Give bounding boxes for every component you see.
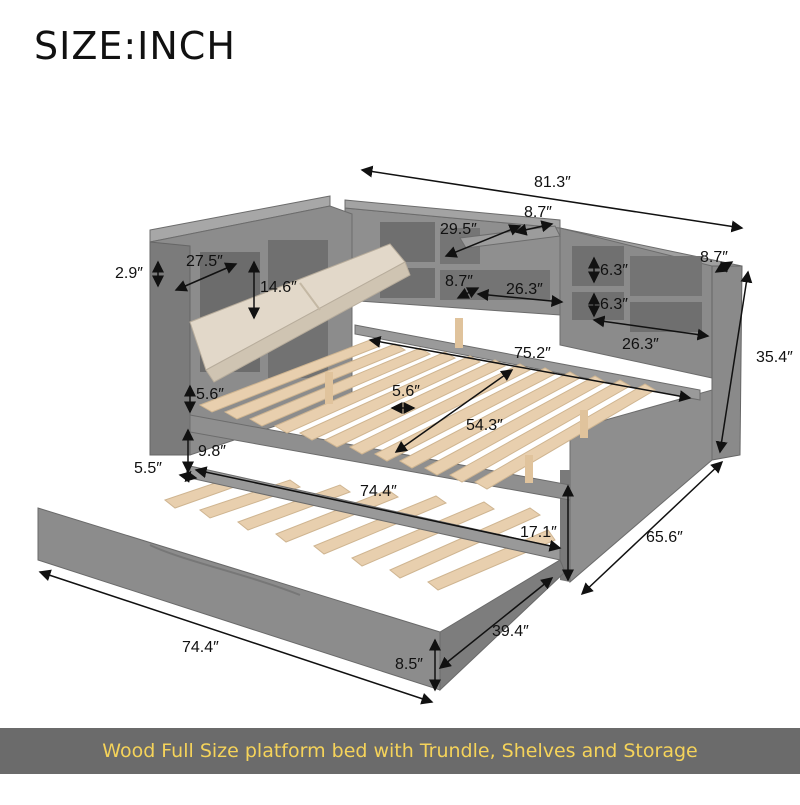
trundle [37,465,566,692]
caption-banner: Wood Full Size platform bed with Trundle… [0,728,800,774]
dim-shelf-inner-depth: 8.7″ [445,273,473,290]
dim-lower-shelf-width: 26.3″ [622,336,659,353]
dimension-lines [38,165,753,705]
backrest-cushion [189,243,411,383]
dim-cushion-height: 14.6″ [260,279,297,296]
dim-trundle-height: 8.5″ [395,656,423,673]
dim-side-width: 27.5″ [186,253,223,270]
dim-shelf-width: 29.5″ [440,221,477,238]
dim-inner-width: 54.3″ [466,417,503,434]
caption-text: Wood Full Size platform bed with Trundle… [102,740,698,762]
dim-shelf-depth-top: 8.7″ [524,204,552,221]
dim-rail-length: 75.2″ [514,345,551,362]
page-title: SIZE:INCH [34,24,236,68]
dim-small-shelf-2: 6.3″ [600,296,628,313]
dim-bed-height: 17.1″ [520,524,557,541]
dim-trundle-gap: 5.5″ [134,460,162,477]
dim-small-shelf-1: 6.3″ [600,262,628,279]
dim-headboard-top: 2.9″ [115,265,143,282]
dim-overall-length: 81.3″ [534,174,571,191]
dim-trundle-length: 74.4″ [182,639,219,656]
dim-overall-height: 35.4″ [756,349,793,366]
dim-slat-gap: 5.6″ [392,383,420,400]
dim-trundle-inner-length: 74.4″ [360,483,397,500]
dim-side-shelf-depth: 8.7″ [700,249,728,266]
dim-rail-height: 5.6″ [196,386,224,403]
dim-overall-depth: 65.6″ [646,529,683,546]
dim-side-offset: 9.8″ [198,443,226,460]
dim-trundle-width: 39.4″ [492,623,529,640]
dim-shelf-inner-width: 26.3″ [506,281,543,298]
